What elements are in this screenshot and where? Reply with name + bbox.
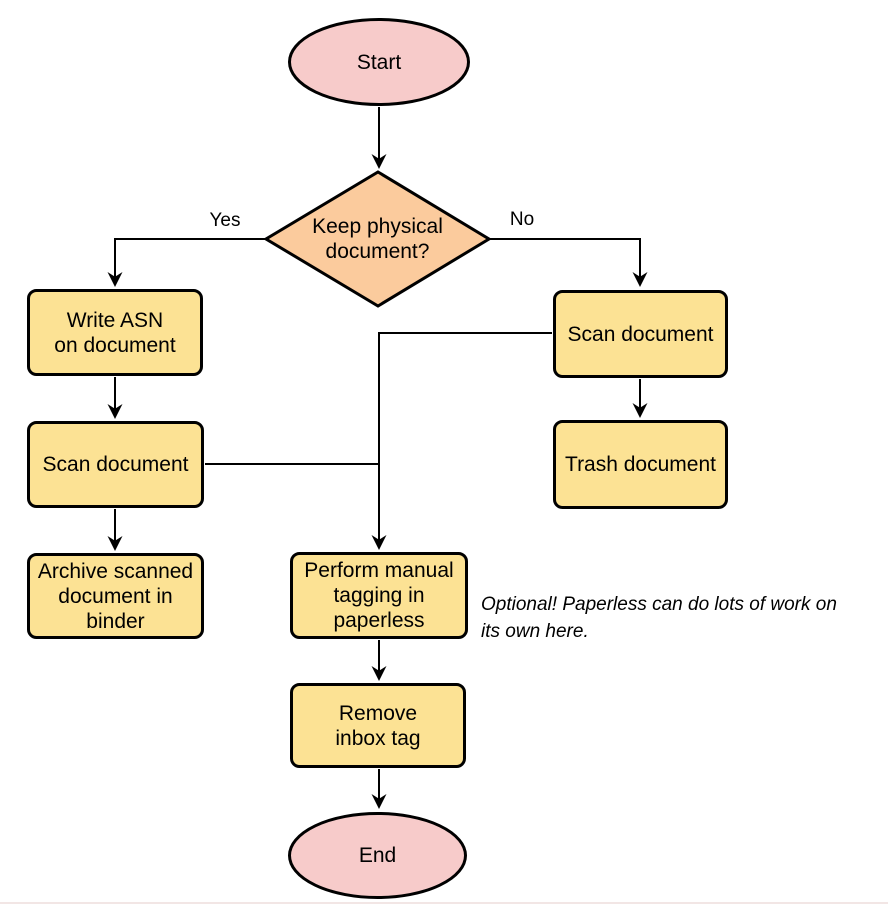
connector-decision-to-write-asn (107, 238, 265, 287)
scan-left-box-shape (27, 421, 204, 508)
start-terminal-shape (288, 18, 470, 106)
connector-decision-to-scan-right (490, 238, 648, 287)
note-optional: Optional! Paperless can do lots of work … (481, 594, 837, 642)
write-asn-box-shape (27, 289, 203, 376)
trash-box-shape (553, 420, 728, 509)
tagging-box-shape (290, 552, 468, 639)
scan-right-box-shape (553, 290, 728, 378)
archive-box-shape (27, 553, 204, 639)
edge-label-yes: Yes (209, 210, 241, 231)
decision-diamond-shape (263, 170, 492, 308)
edge-label-no: No (509, 209, 535, 230)
connector-scan-right-to-tagging (371, 332, 552, 550)
remove-box-shape (290, 683, 466, 768)
bottom-hairline (0, 902, 888, 904)
end-terminal-shape (288, 812, 467, 899)
